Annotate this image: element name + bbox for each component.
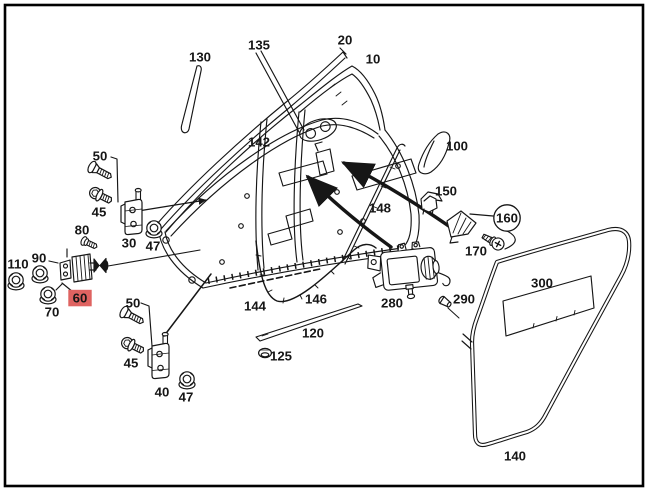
part-label-110[interactable]: 110 <box>7 257 28 272</box>
svg-text:60: 60 <box>73 291 88 306</box>
part-label-10[interactable]: 10 <box>366 52 381 67</box>
svg-text:144: 144 <box>244 299 267 314</box>
nut-47-lower[interactable] <box>178 371 196 390</box>
svg-text:148: 148 <box>369 201 391 216</box>
svg-text:45: 45 <box>92 205 107 220</box>
leader-lines <box>107 197 212 337</box>
part-label-150[interactable]: 150 <box>435 184 457 199</box>
part-label-300[interactable]: 300 <box>531 276 553 291</box>
nut-90[interactable] <box>31 265 49 284</box>
mirror-cover[interactable] <box>417 131 451 175</box>
part-labels: 130 135 20 10 142 100 150 160 170 148 50 45 30 47 80 11… <box>7 33 553 464</box>
part-label-144[interactable]: 144 <box>244 299 267 314</box>
svg-text:40: 40 <box>155 385 170 400</box>
part-label-290[interactable]: 290 <box>453 292 475 307</box>
svg-text:45: 45 <box>124 356 139 371</box>
svg-text:130: 130 <box>189 50 211 65</box>
pillar-trim-strip[interactable] <box>180 65 202 134</box>
part-label-120[interactable]: 120 <box>302 326 324 341</box>
svg-text:142: 142 <box>248 135 270 150</box>
svg-text:47: 47 <box>179 390 194 405</box>
part-label-280[interactable]: 280 <box>381 296 403 311</box>
svg-text:125: 125 <box>270 349 292 364</box>
svg-text:70: 70 <box>45 305 60 320</box>
part-label-47[interactable]: 47 <box>146 239 161 254</box>
svg-text:50: 50 <box>93 149 108 164</box>
svg-text:100: 100 <box>446 139 468 154</box>
screw-170[interactable] <box>480 231 506 252</box>
part-label-146[interactable]: 146 <box>305 292 327 307</box>
bowden-cable[interactable] <box>255 240 377 304</box>
svg-text:20: 20 <box>338 33 353 48</box>
nut-110[interactable] <box>7 272 25 291</box>
part-label-160[interactable]: 160 <box>493 204 521 232</box>
svg-text:10: 10 <box>366 52 381 67</box>
window-slot-seal[interactable] <box>255 50 305 133</box>
svg-text:120: 120 <box>302 326 324 341</box>
part-label-135[interactable]: 135 <box>248 38 270 53</box>
part-label-130[interactable]: 130 <box>189 50 211 65</box>
label-dash-90 <box>48 260 59 264</box>
screw-50-upper[interactable] <box>85 156 119 203</box>
part-label-50[interactable]: 50 <box>126 296 141 311</box>
part-label-60[interactable]: 60 <box>68 289 92 307</box>
nut-47-upper[interactable] <box>145 220 163 239</box>
door-seal-140[interactable] <box>461 226 632 448</box>
part-label-148[interactable]: 148 <box>369 201 391 216</box>
part-label-45[interactable]: 45 <box>92 205 107 220</box>
svg-text:30: 30 <box>122 236 137 251</box>
part-label-100[interactable]: 100 <box>446 139 468 154</box>
screw-50-lower[interactable] <box>117 302 153 347</box>
svg-text:170: 170 <box>465 244 487 259</box>
part-label-125[interactable]: 125 <box>270 349 292 364</box>
svg-text:50: 50 <box>126 296 141 311</box>
svg-text:146: 146 <box>305 292 327 307</box>
part-label-30[interactable]: 30 <box>122 236 137 251</box>
lower-molding-dashes[interactable] <box>229 268 321 289</box>
part-label-140[interactable]: 140 <box>504 449 526 464</box>
connecting-rod[interactable] <box>341 143 406 265</box>
svg-text:300: 300 <box>531 276 553 291</box>
lock-actuator-280[interactable] <box>366 239 452 303</box>
pin-290[interactable] <box>437 294 460 319</box>
part-label-40[interactable]: 40 <box>155 385 170 400</box>
part-label-50[interactable]: 50 <box>93 149 108 164</box>
part-label-70[interactable]: 70 <box>45 305 60 320</box>
part-label-20[interactable]: 20 <box>338 33 353 48</box>
part-label-80[interactable]: 80 <box>75 223 90 238</box>
svg-text:90: 90 <box>32 251 47 266</box>
diagram-border <box>3 3 645 488</box>
svg-text:140: 140 <box>504 449 526 464</box>
svg-text:80: 80 <box>75 223 90 238</box>
install-arrows <box>305 161 458 249</box>
svg-text:290: 290 <box>453 292 475 307</box>
svg-text:280: 280 <box>381 296 403 311</box>
part-label-47[interactable]: 47 <box>179 390 194 405</box>
part-label-90[interactable]: 90 <box>32 251 47 266</box>
sill-strip[interactable] <box>255 303 363 342</box>
part-label-142[interactable]: 142 <box>248 135 270 150</box>
svg-text:135: 135 <box>248 38 270 53</box>
check-strap-60[interactable] <box>55 248 109 293</box>
svg-text:110: 110 <box>7 257 28 272</box>
nut-70[interactable] <box>39 286 57 305</box>
glass-run-channel <box>255 109 306 271</box>
label-plate-300[interactable] <box>502 275 595 337</box>
svg-text:150: 150 <box>435 184 457 199</box>
svg-text:160: 160 <box>496 211 518 226</box>
part-label-170[interactable]: 170 <box>465 244 487 259</box>
part-label-45[interactable]: 45 <box>124 356 139 371</box>
clip-150[interactable] <box>420 191 477 244</box>
svg-text:47: 47 <box>146 239 161 254</box>
